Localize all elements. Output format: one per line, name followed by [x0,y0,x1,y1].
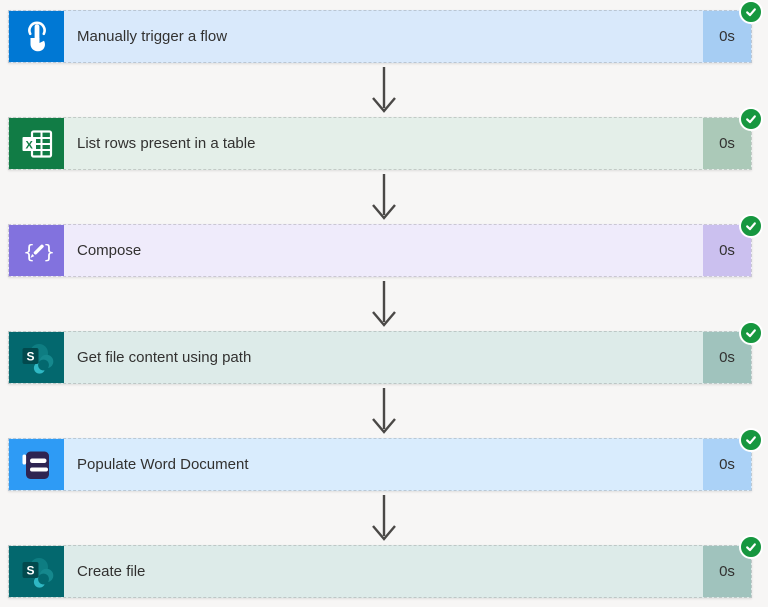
word-populate-icon [9,439,64,490]
flow-connector-arrow [0,491,768,545]
success-check-icon [739,0,763,24]
svg-text:}: } [43,241,55,263]
hand-tap-icon [9,11,64,62]
sharepoint-icon: S [9,546,64,597]
step-label: Populate Word Document [77,456,249,473]
success-check-icon [739,214,763,238]
success-check-icon [739,428,763,452]
flow-connector-arrow [0,277,768,331]
flow-connector-arrow [0,170,768,224]
excel-icon: X [9,118,64,169]
compose-icon: {} [9,225,64,276]
flow-step-card[interactable]: S Get file content using path 0s [8,321,763,384]
step-label: List rows present in a table [77,135,256,152]
svg-text:X: X [25,139,33,151]
step-label: Get file content using path [77,349,252,366]
flow-connector-arrow [0,63,768,117]
flow-step-card[interactable]: {} Compose 0s [8,214,763,277]
success-check-icon [739,535,763,559]
flow-step-card[interactable]: Populate Word Document 0s [8,428,763,491]
flow-step-card[interactable]: S Create file 0s [8,535,763,598]
svg-text:S: S [26,349,34,363]
sharepoint-icon: S [9,332,64,383]
step-label: Manually trigger a flow [77,28,228,45]
svg-text:S: S [26,563,34,577]
flow-connector-arrow [0,384,768,438]
step-label: Create file [77,563,146,580]
success-check-icon [739,107,763,131]
flow-step-card[interactable]: Manually trigger a flow 0s [8,0,763,63]
svg-text:{: { [23,241,35,263]
flow-step-card[interactable]: X List rows present in a table 0s [8,107,763,170]
step-label: Compose [77,242,142,259]
success-check-icon [739,321,763,345]
